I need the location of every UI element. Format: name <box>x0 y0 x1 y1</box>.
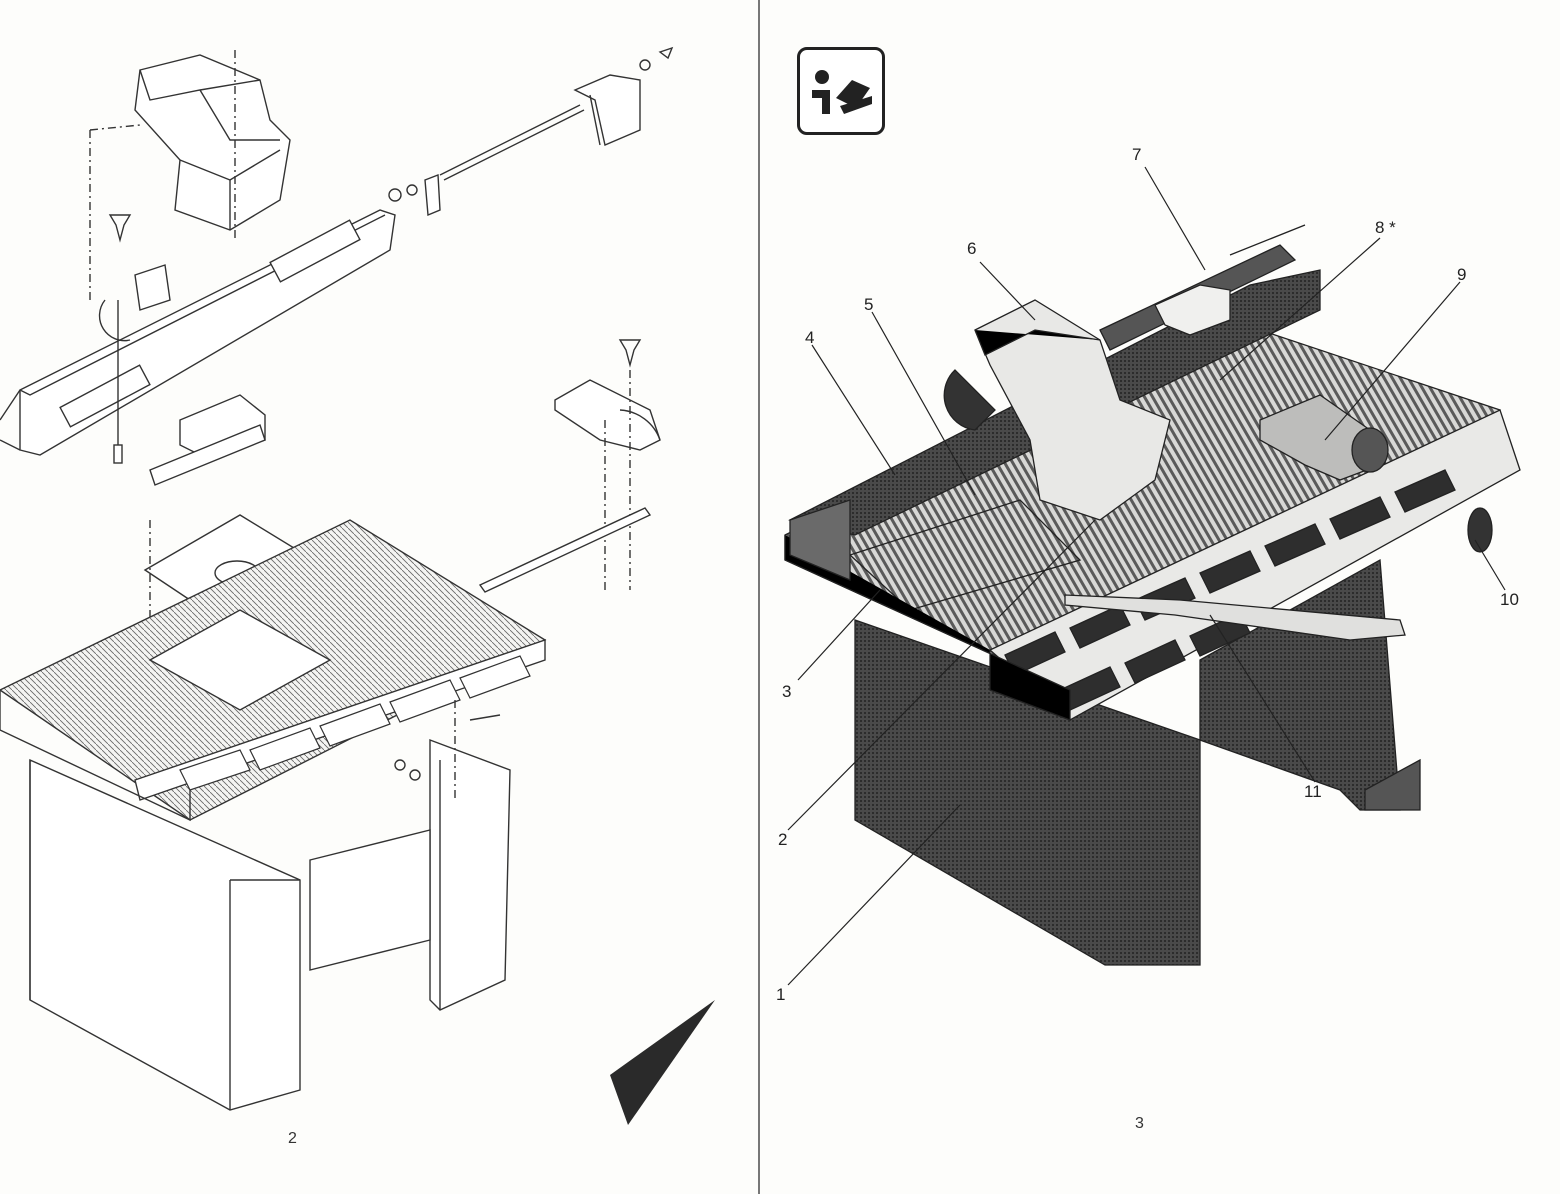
exploded-view-page: 2 <box>0 0 760 1194</box>
read-manual-glyph <box>812 70 872 114</box>
callout-3: 3 <box>782 682 792 701</box>
callout-6: 6 <box>967 239 977 258</box>
callout-4: 4 <box>805 328 815 347</box>
callout-7: 7 <box>1132 145 1142 164</box>
callout-8: 8 * <box>1375 218 1396 237</box>
page-number-left: 2 <box>288 1130 297 1147</box>
exploded-view-drawing <box>0 46 715 1125</box>
corner-mark <box>610 1000 715 1125</box>
assembled-view-drawing <box>784 166 1521 986</box>
page-fold <box>758 0 760 1194</box>
page-number-right: 3 <box>1135 1115 1144 1132</box>
callout-1: 1 <box>776 985 786 1004</box>
callout-2: 2 <box>778 830 788 849</box>
callout-11: 11 <box>1304 782 1322 801</box>
read-manual-icon <box>797 47 885 135</box>
callout-10: 10 <box>1500 590 1519 609</box>
callout-5: 5 <box>864 295 874 314</box>
assembled-view-page: 1 2 3 4 5 6 7 8 * 9 10 11 3 <box>760 0 1560 1194</box>
callout-9: 9 <box>1457 265 1467 284</box>
